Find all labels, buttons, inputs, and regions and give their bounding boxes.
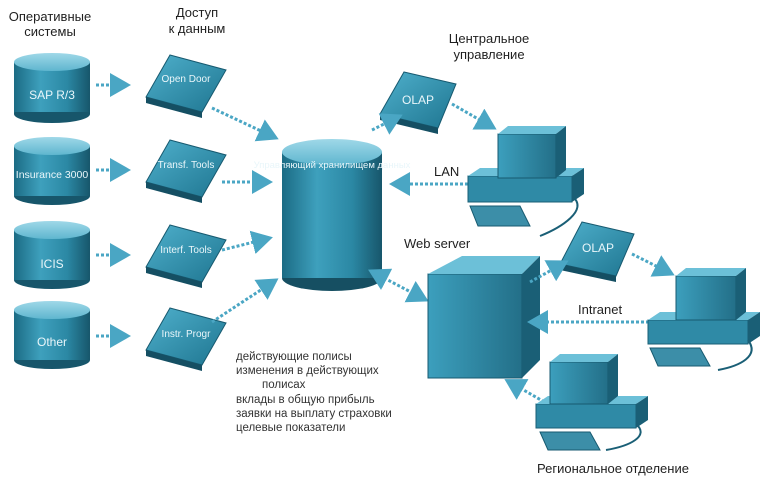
regional-label: Региональное отделение [537, 461, 689, 476]
note-line: полисах [262, 379, 306, 392]
arrow-warehouse-webserver [368, 268, 429, 303]
intranet-label: Intranet [578, 302, 622, 317]
olap-regional-label: OLAP [582, 241, 614, 255]
access-label-transf: Transf. Tools [158, 160, 215, 171]
source-label-other: Other [37, 335, 67, 349]
source-label-sap: SAP R/3 [29, 88, 75, 102]
source-cylinder-insurance: Insurance 3000 [14, 137, 90, 205]
access-label-instr: Instr. Progr [162, 329, 212, 340]
access-heading-line2: к данным [169, 21, 226, 36]
note-line: вклады в общую прибыль [236, 393, 375, 406]
arrow-webserver-olap [529, 260, 569, 284]
access-to-warehouse-arrows [211, 106, 279, 324]
web-server [427, 256, 540, 379]
sources-heading-line2: системы [24, 24, 76, 39]
arrow-instr-warehouse [211, 278, 279, 324]
arrow-olap-right-pc [631, 252, 675, 277]
note-line: заявки на выплату страховки [236, 407, 392, 420]
source-label-icis: ICIS [40, 257, 63, 271]
access-label-interf: Interf. Tools [160, 245, 212, 256]
warehouse-label: Управляющий хранилищем данных [254, 160, 411, 171]
access-heading-line1: Доступ [176, 5, 218, 20]
olap-regional: OLAP [559, 221, 635, 282]
source-cylinder-icis: ICIS [14, 221, 90, 289]
note-line: целевые показатели [236, 422, 346, 435]
source-to-access-arrows [96, 73, 131, 348]
lan-label: LAN [434, 164, 459, 179]
olap-central: OLAP [379, 71, 457, 134]
arrow-warehouse-olap [371, 113, 403, 135]
central-heading-line2: управление [453, 47, 524, 62]
note-line: изменения в действующих [236, 365, 379, 378]
source-cylinder-other: Other [14, 301, 90, 369]
access-tool-instr: Instr. Progr [145, 307, 227, 371]
web-server-label: Web server [404, 236, 471, 251]
olap-central-label: OLAP [402, 93, 434, 107]
access-tool-interf: Interf. Tools [145, 224, 227, 288]
arrow-olap-to-pc [451, 102, 497, 130]
regional-workstation [535, 354, 648, 451]
sources-heading-line1: Оперативные [9, 9, 91, 24]
note-line: действующие полисы [236, 351, 352, 363]
access-tool-transf: Transf. Tools [145, 139, 227, 203]
source-label-insurance: Insurance 3000 [16, 169, 89, 181]
access-tool-open-door: Open Door [145, 54, 227, 118]
intranet-workstation [647, 268, 760, 371]
arrow-interf-warehouse [221, 230, 273, 255]
data-notes: действующие полисы изменения в действующ… [236, 350, 456, 435]
central-heading-line1: Центральное [449, 31, 529, 46]
arrow-open-door-warehouse [211, 106, 279, 142]
access-label-open-door: Open Door [162, 74, 212, 85]
source-cylinder-sap: SAP R/3 [14, 53, 90, 123]
data-warehouse-cylinder: Управляющий хранилищем данных [254, 139, 411, 291]
central-workstation [467, 126, 584, 237]
